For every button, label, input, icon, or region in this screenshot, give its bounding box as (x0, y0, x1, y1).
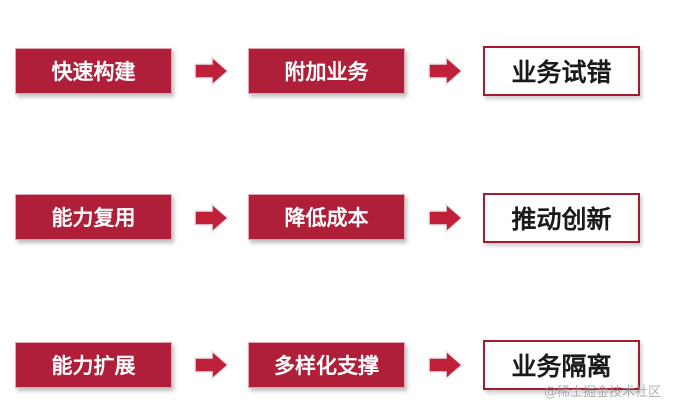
row3-step2-box: 多样化支撑 (248, 342, 405, 388)
watermark: @稀土掘金技术社区 (543, 385, 661, 400)
row3-step2-label: 多样化支撑 (274, 354, 379, 378)
row2-step2-label: 降低成本 (284, 206, 369, 230)
row1-step1-label: 快速构建 (51, 60, 136, 84)
row3-step1-box: 能力扩展 (15, 342, 172, 388)
row3-arrow2-icon (428, 350, 464, 380)
row1-arrow1-icon (194, 56, 230, 86)
row3-outcome-box: 业务隔离 (483, 340, 640, 390)
row1-step2-label: 附加业务 (284, 60, 369, 84)
row2-arrow1-icon (194, 203, 230, 233)
row1-outcome-box: 业务试错 (483, 46, 640, 96)
row2-outcome-box: 推动创新 (483, 193, 640, 243)
row1-arrow2-icon (428, 56, 464, 86)
row2-outcome-label: 推动创新 (511, 205, 612, 234)
row2-step1-box: 能力复用 (15, 194, 172, 240)
row3-outcome-label: 业务隔离 (511, 352, 612, 381)
row3-arrow1-icon (194, 350, 230, 380)
row1-outcome-label: 业务试错 (511, 58, 612, 87)
row3-step1-label: 能力扩展 (51, 354, 136, 378)
row1-step1-box: 快速构建 (15, 48, 172, 94)
row2-step2-box: 降低成本 (248, 194, 405, 240)
row2-arrow2-icon (428, 203, 464, 233)
row2-step1-label: 能力复用 (51, 206, 136, 230)
row1-step2-box: 附加业务 (248, 48, 405, 94)
